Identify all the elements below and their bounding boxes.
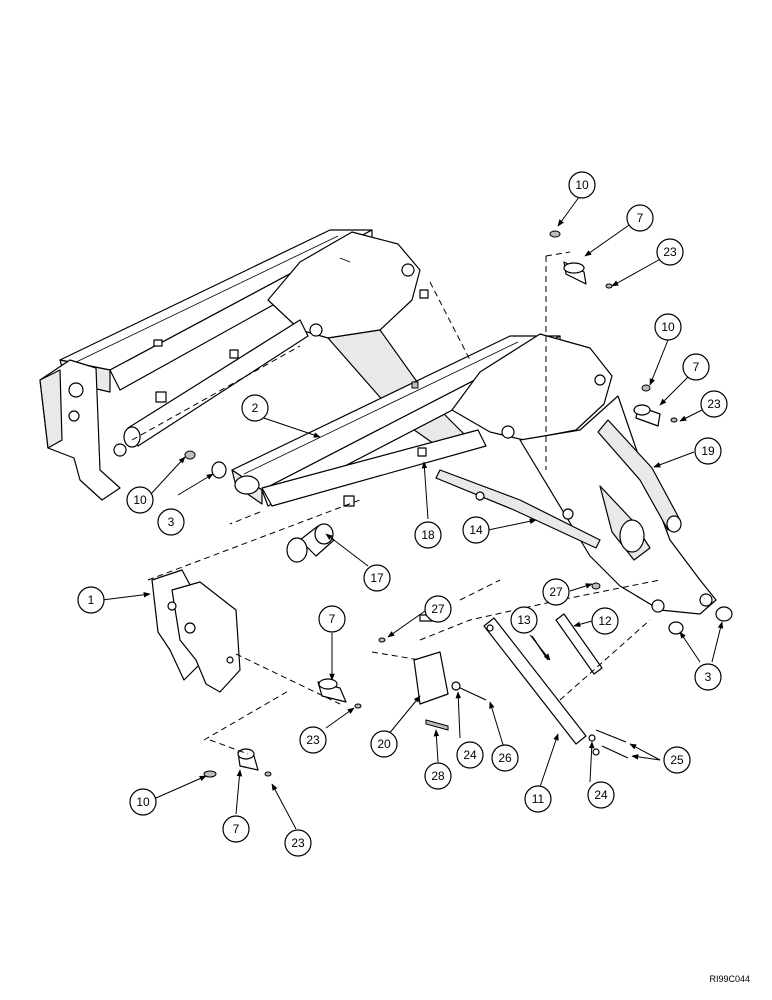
svg-text:12: 12: [598, 614, 612, 628]
drawing-reference-code: RI99C044: [709, 974, 750, 984]
svg-text:11: 11: [532, 792, 545, 806]
callout-13[interactable]: 13: [510, 606, 538, 634]
callout-10-bottom[interactable]: 10: [129, 788, 157, 816]
callout-19[interactable]: 19: [694, 437, 722, 465]
callout-23-top[interactable]: 23: [656, 238, 684, 266]
svg-text:23: 23: [291, 836, 305, 850]
svg-text:27: 27: [549, 585, 563, 599]
callout-2[interactable]: 2: [241, 394, 269, 422]
svg-text:10: 10: [136, 795, 150, 809]
svg-text:14: 14: [469, 523, 483, 537]
callout-28[interactable]: 28: [424, 762, 452, 790]
svg-text:7: 7: [233, 822, 240, 836]
svg-text:7: 7: [329, 612, 336, 626]
small-hardware: [203, 230, 733, 778]
callout-7-bottom[interactable]: 7: [222, 815, 250, 843]
callout-23-center[interactable]: 23: [299, 726, 327, 754]
right-loader-arm: [231, 333, 717, 615]
svg-text:7: 7: [637, 211, 644, 225]
callout-20[interactable]: 20: [370, 730, 398, 758]
callout-3-left[interactable]: 3: [157, 508, 185, 536]
cross-tube-17: [286, 523, 335, 563]
leader-lines: [101, 192, 724, 830]
callout-10-left[interactable]: 10: [126, 486, 154, 514]
callout-27-right[interactable]: 27: [542, 578, 570, 606]
svg-text:10: 10: [133, 493, 147, 507]
callout-24-center[interactable]: 24: [456, 741, 484, 769]
hydraulic-cylinder: [597, 419, 682, 533]
svg-text:20: 20: [377, 737, 391, 751]
svg-text:3: 3: [705, 670, 712, 684]
svg-text:17: 17: [370, 571, 384, 585]
svg-text:3: 3: [168, 515, 175, 529]
callout-7-center[interactable]: 7: [318, 605, 346, 633]
svg-text:23: 23: [663, 245, 677, 259]
callout-17[interactable]: 17: [363, 564, 391, 592]
svg-text:1: 1: [88, 593, 95, 607]
svg-text:28: 28: [431, 769, 445, 783]
callout-10-top[interactable]: 10: [568, 171, 596, 199]
callout-11[interactable]: 11: [524, 785, 552, 813]
callout-25[interactable]: 25: [663, 746, 691, 774]
callout-18[interactable]: 18: [414, 521, 442, 549]
svg-text:23: 23: [306, 733, 320, 747]
callout-14[interactable]: 14: [462, 516, 490, 544]
alignment-lines: [131, 251, 661, 755]
callout-24-right[interactable]: 24: [587, 781, 615, 809]
svg-text:18: 18: [421, 528, 435, 542]
svg-text:10: 10: [661, 320, 675, 334]
callout-23-mid-right[interactable]: 23: [700, 390, 728, 418]
callouts: 10 7 23 10 7 23 19 2 10 3 18 14 17 1 27 …: [77, 171, 728, 857]
callout-27-left[interactable]: 27: [424, 595, 452, 623]
svg-text:26: 26: [498, 751, 512, 765]
callout-10-mid-right[interactable]: 10: [654, 313, 682, 341]
callout-3-right[interactable]: 3: [694, 663, 722, 691]
svg-text:27: 27: [431, 602, 445, 616]
callout-7-top[interactable]: 7: [626, 204, 654, 232]
svg-text:24: 24: [463, 748, 477, 762]
callout-12[interactable]: 12: [591, 607, 619, 635]
callout-23-bottom[interactable]: 23: [284, 829, 312, 857]
svg-text:7: 7: [693, 360, 700, 374]
callout-1[interactable]: 1: [77, 586, 105, 614]
callout-26[interactable]: 26: [491, 744, 519, 772]
svg-text:25: 25: [670, 753, 684, 767]
mount-bracket: [151, 569, 241, 693]
svg-text:19: 19: [701, 444, 715, 458]
svg-text:24: 24: [594, 788, 608, 802]
svg-text:10: 10: [575, 178, 589, 192]
svg-text:2: 2: [252, 401, 259, 415]
callout-7-mid-right[interactable]: 7: [682, 353, 710, 381]
svg-text:23: 23: [707, 397, 721, 411]
svg-text:13: 13: [517, 613, 531, 627]
